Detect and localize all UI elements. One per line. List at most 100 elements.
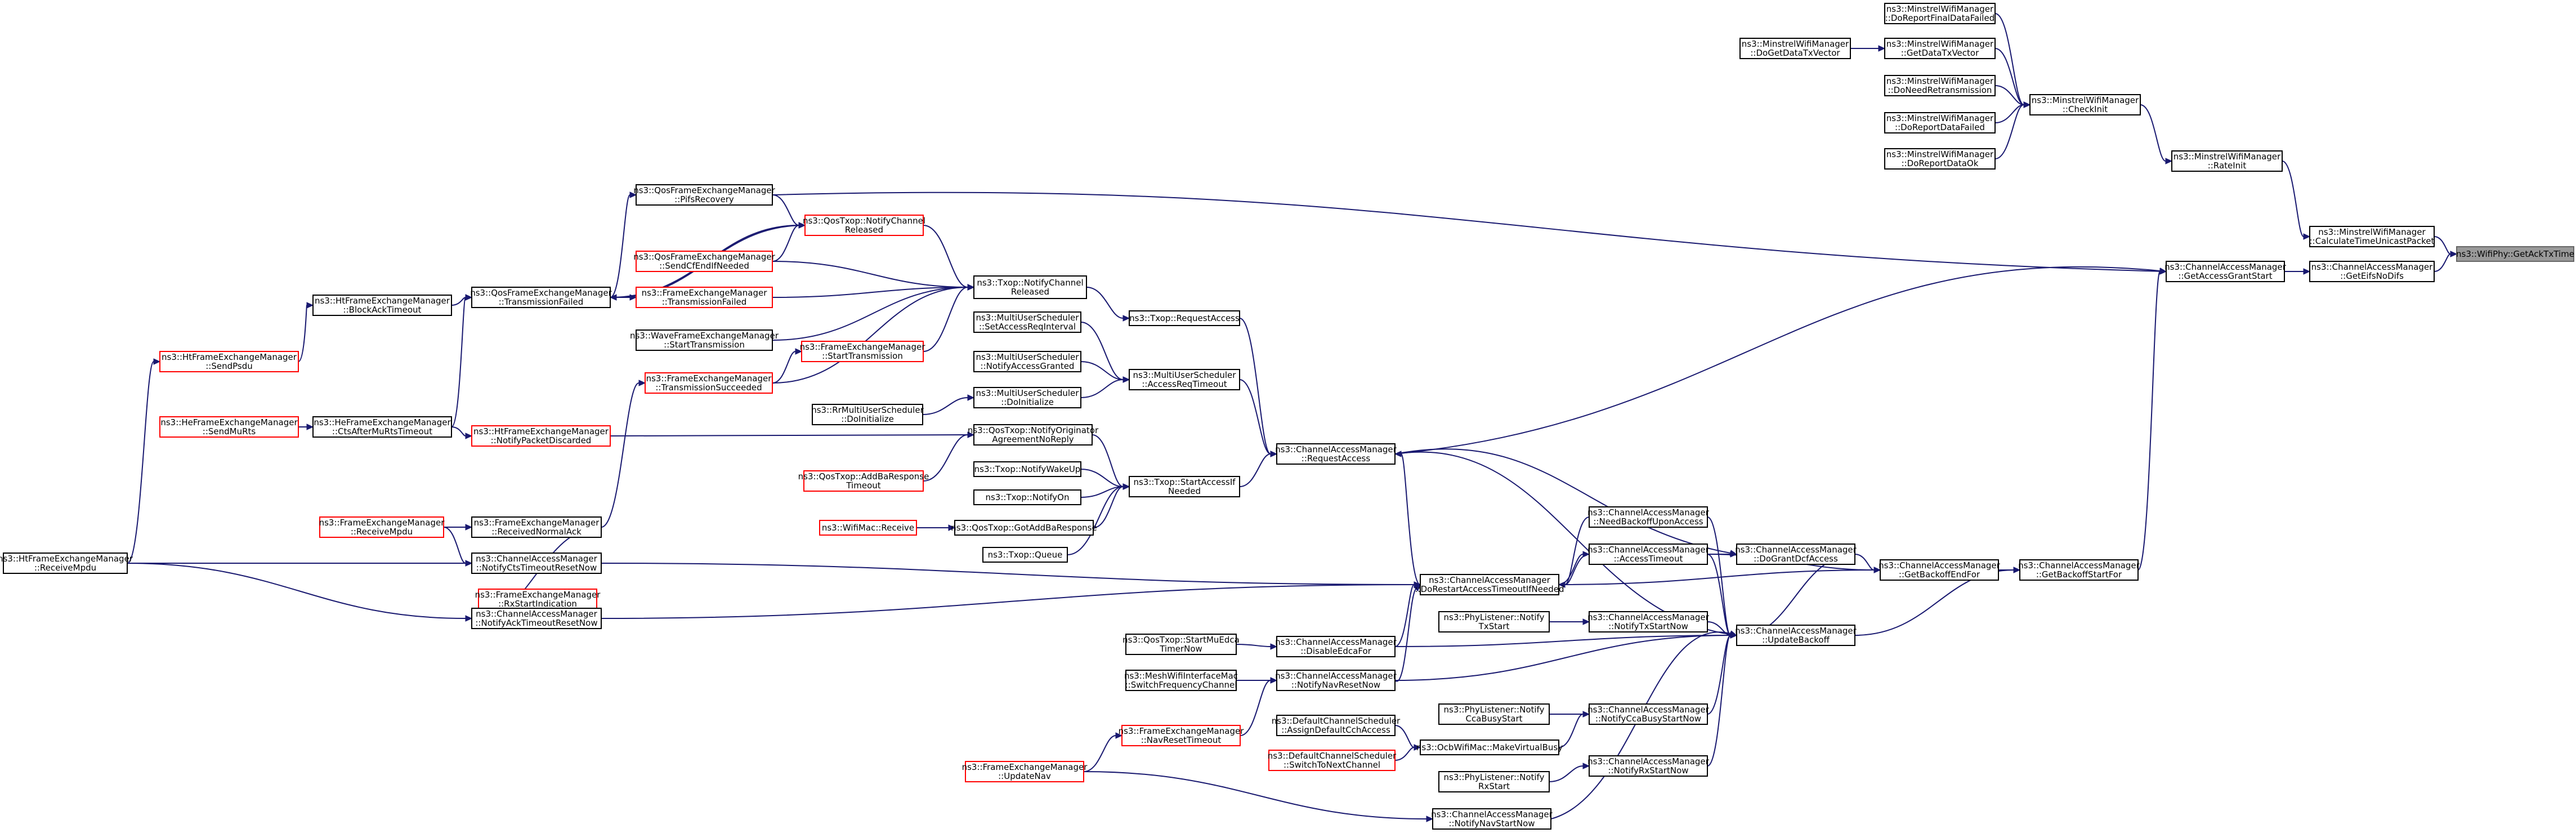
node-label: ::DoGrantDcfAccess [1754, 554, 1838, 564]
node-label: ns3::HtFrameExchangeManager [315, 296, 450, 306]
node-label: Released [1011, 287, 1049, 297]
node-label: ns3::ChannelAccessManager [1735, 626, 1857, 636]
node-notifyCcaBusyStartNow[interactable]: ns3::ChannelAccessManager::NotifyCcaBusy… [1587, 703, 1710, 725]
node-htReceiveMpdu[interactable]: ns3::HtFrameExchangeManager::ReceiveMpdu [0, 553, 133, 574]
node-htBlockAckTimeout[interactable]: ns3::HtFrameExchangeManager::BlockAckTim… [312, 295, 452, 316]
node-label: ::NavResetTimeout [1141, 735, 1222, 745]
node-gotAddBaResponse[interactable]: ns3::QosTxop::GotAddBaResponse [951, 520, 1097, 536]
node-doGrantDcfAccess[interactable]: ns3::ChannelAccessManager::DoGrantDcfAcc… [1735, 544, 1857, 565]
node-doRestartAccessTimeoutIfNeeded[interactable]: ns3::ChannelAccessManager::DoRestartAcce… [1415, 574, 1564, 595]
node-makeVirtualBusy[interactable]: ns3::OcbWifiMac::MakeVirtualBusy [1416, 740, 1563, 755]
node-feReceiveMpdu[interactable]: ns3::FrameExchangeManager::ReceiveMpdu [319, 516, 445, 538]
edge-notifyAckTimeoutResetNow-to-doRestartAccessTimeoutIfNeeded [601, 581, 1421, 619]
node-switchFrequencyChannel[interactable]: ns3::MeshWifiInterfaceMac::SwitchFrequen… [1124, 670, 1238, 691]
node-notifyRxStartNow[interactable]: ns3::ChannelAccessManager::NotifyRxStart… [1587, 755, 1710, 777]
node-notifyNavStartNow[interactable]: ns3::ChannelAccessManager::NotifyNavStar… [1431, 808, 1553, 830]
node-assignDefaultCcaAccess[interactable]: ns3::DefaultChannelScheduler::AssignDefa… [1272, 715, 1401, 736]
node-doGetDataTxVector[interactable]: ns3::MinstrelWifiManager::DoGetDataTxVec… [1739, 38, 1851, 59]
node-notifyNavResetNow[interactable]: ns3::ChannelAccessManager::NotifyNavRese… [1275, 670, 1397, 691]
node-label: CcaBusyStart [1465, 714, 1522, 724]
node-checkInit[interactable]: ns3::MinstrelWifiManager::CheckInit [2029, 94, 2141, 115]
node-txopQueue[interactable]: ns3::Txop::Queue [982, 547, 1068, 563]
node-calcTimeUnicast[interactable]: ns3::MinstrelWifiManager::CalculateTimeU… [2309, 226, 2435, 247]
node-qosTransmissionFailed[interactable]: ns3::QosFrameExchangeManager::Transmissi… [470, 287, 612, 308]
node-label: ::DoInitialize [1001, 397, 1054, 407]
node-label: ::DisableEdcaFor [1300, 646, 1371, 656]
node-label: ns3::ChannelAccessManager [1275, 444, 1397, 455]
node-doNeedRetransmission[interactable]: ns3::MinstrelWifiManager::DoNeedRetransm… [1884, 75, 1996, 96]
node-getDataTxVector[interactable]: ns3::MinstrelWifiManager::GetDataTxVecto… [1884, 38, 1996, 59]
node-getBackoffEndFor[interactable]: ns3::ChannelAccessManager::GetBackoffEnd… [1879, 559, 2001, 581]
node-needBackoffUponAccess[interactable]: ns3::ChannelAccessManager::NeedBackoffUp… [1587, 506, 1710, 528]
node-feTransmissionSucceeded[interactable]: ns3::FrameExchangeManager::TransmissionS… [645, 372, 773, 394]
node-rateInit[interactable]: ns3::MinstrelWifiManager::RateInit [2171, 150, 2283, 172]
node-notifyTxStartNow[interactable]: ns3::ChannelAccessManager::NotifyTxStart… [1587, 611, 1710, 632]
edge-rateInit-to-calcTimeUnicast [2282, 161, 2311, 240]
node-label: ns3::Txop::NotifyWakeUp [974, 464, 1081, 474]
node-heCtsAfterMuRtsTimeout[interactable]: ns3::HeFrameExchangeManager::CtsAfterMuR… [312, 416, 452, 438]
node-navResetTimeout[interactable]: ns3::FrameExchangeManager::NavResetTimeo… [1119, 725, 1245, 746]
node-label: ns3::MinstrelWifiManager [2174, 152, 2281, 162]
node-waveStartTransmission[interactable]: ns3::WaveFrameExchangeManager::StartTran… [630, 329, 779, 351]
node-htSendPsdu[interactable]: ns3::HtFrameExchangeManager::SendPsdu [159, 351, 299, 372]
node-box [2456, 246, 2574, 262]
node-label: ::NotifyRxStartNow [1608, 765, 1688, 776]
node-label: ns3::FrameExchangeManager [646, 373, 772, 384]
node-label: ::NeedBackoffUponAccess [1593, 516, 1703, 527]
node-notifyAccessGranted[interactable]: ns3::MultiUserScheduler::NotifyAccessGra… [973, 351, 1081, 372]
edge-needBackoffUponAccess-to-doRestartAccessTimeoutIfNeeded [1558, 516, 1590, 588]
node-getBackoffStartFor[interactable]: ns3::ChannelAccessManager::GetBackoffSta… [2018, 559, 2140, 581]
node-updateBackoff[interactable]: ns3::ChannelAccessManager::UpdateBackoff [1735, 625, 1857, 646]
node-updateNav[interactable]: ns3::FrameExchangeManager::UpdateNav [962, 761, 1088, 782]
node-feReceivedNormalAck[interactable]: ns3::FrameExchangeManager::ReceivedNorma… [471, 516, 602, 538]
node-label: ns3::ChannelAccessManager [1587, 756, 1709, 767]
node-label: ::SendMuRts [203, 426, 256, 436]
node-notifyOriginatorAgreementNoReply[interactable]: ns3::QosTxop::NotifyOriginatorAgreementN… [968, 424, 1099, 446]
node-label: ns3::MeshWifiInterfaceMac [1124, 671, 1238, 681]
node-requestAccess[interactable]: ns3::ChannelAccessManager::RequestAccess [1275, 443, 1397, 465]
node-qosPifsRecovery[interactable]: ns3::QosFrameExchangeManager::PifsRecove… [633, 184, 776, 206]
node-accessTimeout[interactable]: ns3::ChannelAccessManager::AccessTimeout [1587, 544, 1710, 565]
node-label: ns3::MultiUserScheduler [976, 388, 1080, 398]
node-heSendMuRts[interactable]: ns3::HeFrameExchangeManager::SendMuRts [159, 416, 299, 438]
node-label: ns3::PhyListener::Notify [1444, 612, 1545, 622]
node-phyNotifyRxStart[interactable]: ns3::PhyListener::NotifyRxStart [1438, 771, 1550, 792]
node-qosSendCfEndIfNeeded[interactable]: ns3::QosFrameExchangeManager::SendCfEndI… [633, 251, 776, 272]
node-label: ::CalculateTimeUnicastPacket [2310, 236, 2435, 246]
node-txopRequestAccess[interactable]: ns3::Txop::RequestAccess [1129, 310, 1240, 326]
node-box [1589, 755, 1708, 777]
node-getAccessGrantStart[interactable]: ns3::ChannelAccessManager::GetAccessGran… [2164, 261, 2287, 282]
node-muAccessReqTimeout[interactable]: ns3::MultiUserScheduler::AccessReqTimeou… [1129, 369, 1240, 390]
node-phyNotifyCcaBusyStart[interactable]: ns3::PhyListener::NotifyCcaBusyStart [1438, 703, 1550, 725]
node-notifyCtsTimeoutResetNow[interactable]: ns3::ChannelAccessManager::NotifyCtsTime… [471, 553, 602, 574]
node-switchToNextChannel[interactable]: ns3::DefaultChannelScheduler::SwitchToNe… [1268, 750, 1397, 771]
node-feStartTransmission[interactable]: ns3::FrameExchangeManager::StartTransmis… [800, 341, 926, 362]
node-muDoInitialize[interactable]: ns3::MultiUserScheduler::DoInitialize [973, 387, 1081, 408]
node-doReportDataOk[interactable]: ns3::MinstrelWifiManager::DoReportDataOk [1884, 148, 1996, 170]
node-wifiMacReceive[interactable]: ns3::WifiMac::Receive [819, 520, 917, 536]
node-label: ::TransmissionFailed [662, 297, 747, 307]
node-notifyWakeUp[interactable]: ns3::Txop::NotifyWakeUp [973, 461, 1081, 477]
node-phyNotifyTxStart[interactable]: ns3::PhyListener::NotifyTxStart [1438, 611, 1550, 632]
node-htNotifyPacketDiscarded[interactable]: ns3::HtFrameExchangeManager::NotifyPacke… [471, 425, 611, 447]
node-disableEdcaFor[interactable]: ns3::ChannelAccessManager::DisableEdcaFo… [1275, 636, 1397, 657]
node-feRxStartIndication[interactable]: ns3::FrameExchangeManager::RxStartIndica… [475, 589, 601, 610]
node-notifyAckTimeoutResetNow[interactable]: ns3::ChannelAccessManager::NotifyAckTime… [471, 608, 602, 629]
node-setAccessReqInterval[interactable]: ns3::MultiUserScheduler::SetAccessReqInt… [973, 311, 1081, 333]
node-box [1884, 75, 1996, 96]
edge-qosSendCfEndIfNeeded-to-notifyChannelReleased [772, 261, 975, 291]
node-feTransmissionFailed[interactable]: ns3::FrameExchangeManager::TransmissionF… [636, 287, 773, 308]
node-notifyOn[interactable]: ns3::Txop::NotifyOn [973, 489, 1081, 505]
node-doReportDataFailed[interactable]: ns3::MinstrelWifiManager::DoReportDataFa… [1884, 112, 1996, 133]
node-rrDoInitialize[interactable]: ns3::RrMultiUserScheduler::DoInitialize [811, 404, 924, 425]
node-doReportFinalDataFailed[interactable]: ns3::MinstrelWifiManager::DoReportFinalD… [1884, 3, 1996, 24]
node-box [1432, 808, 1551, 830]
node-getIfsNoDifs[interactable]: ns3::ChannelAccessManager::GetEifsNoDifs [2309, 261, 2435, 282]
edge-doRestartAccessTimeoutIfNeeded-to-requestAccess [1394, 451, 1421, 585]
node-box [1420, 574, 1559, 595]
